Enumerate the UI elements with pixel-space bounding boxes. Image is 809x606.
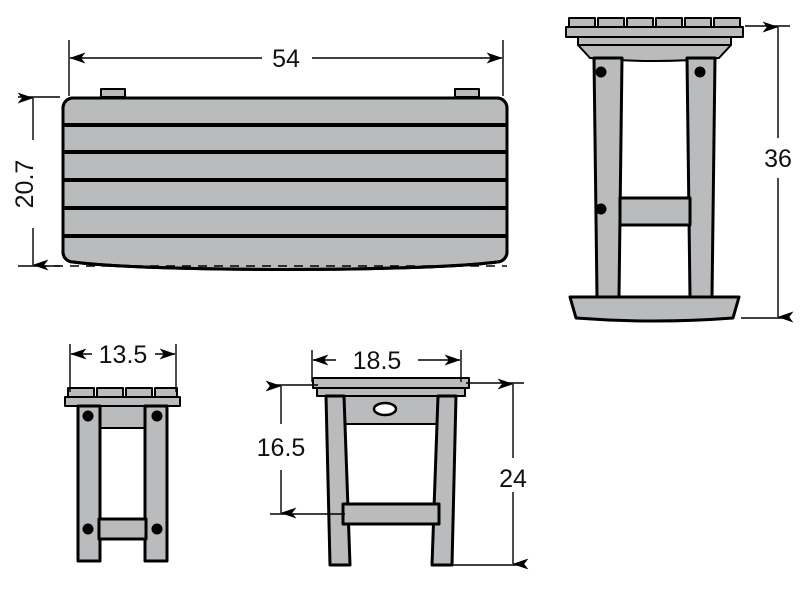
side-table-leg-left (76, 404, 102, 563)
dim-label-36: 36 (764, 145, 792, 173)
bar-table-leg-left (592, 56, 624, 299)
slat-end-d (154, 387, 178, 398)
right-side-view-group (565, 17, 794, 323)
table-top-outline-overlay (61, 96, 509, 271)
dim-label-18-5: 18.5 (353, 347, 402, 375)
bar-table-stretcher (618, 196, 692, 227)
bar-table-foot-base (568, 295, 741, 323)
slat-end-c (125, 387, 153, 398)
bolt-ll-upper-right (151, 410, 163, 422)
slat-end-6 (713, 17, 741, 28)
bolt-ll-lower-right (151, 523, 163, 535)
dim-label-13-5: 13.5 (99, 341, 148, 369)
front-table-leg-right (430, 394, 458, 567)
dim-label-20-7: 20.7 (11, 160, 39, 209)
dim-label-24: 24 (499, 465, 527, 493)
slat-end-4 (655, 17, 683, 28)
lower-right-view-group (265, 350, 529, 570)
bolt-upper-left (595, 66, 607, 78)
bolt-stretcher-left (595, 203, 607, 215)
bolt-ll-upper-left (82, 410, 94, 422)
slat-end-a (67, 387, 95, 398)
slat-end-2 (597, 17, 625, 28)
slat-end-3 (626, 17, 654, 28)
front-table-stretcher (341, 502, 441, 526)
top-view-rear-tab-right (454, 88, 480, 98)
slat-end-1 (568, 17, 596, 28)
dim-label-16-5: 16.5 (257, 434, 306, 462)
bolt-upper-right (694, 66, 706, 78)
front-table-top-slab (312, 377, 470, 389)
side-table-stretcher (97, 517, 148, 541)
front-table-leg-left (324, 394, 352, 567)
slat-end-5 (684, 17, 712, 28)
dim-label-54: 54 (272, 45, 300, 73)
bar-table-leg-right (685, 56, 717, 299)
bolt-ll-lower-left (82, 523, 94, 535)
top-view-group (17, 40, 509, 271)
bar-table-apron (577, 36, 732, 46)
bar-table-slat-ends (568, 17, 741, 28)
table-top-slat-lines (64, 123, 506, 238)
lower-left-view-group (64, 344, 181, 563)
bar-table-top-edge (565, 26, 744, 38)
top-view-rear-tab-left (100, 88, 126, 98)
drawer-knob-oval-icon[interactable] (372, 401, 398, 417)
slat-end-b (96, 387, 124, 398)
side-table-slat-ends (67, 387, 178, 398)
side-table-leg-right (143, 404, 169, 563)
